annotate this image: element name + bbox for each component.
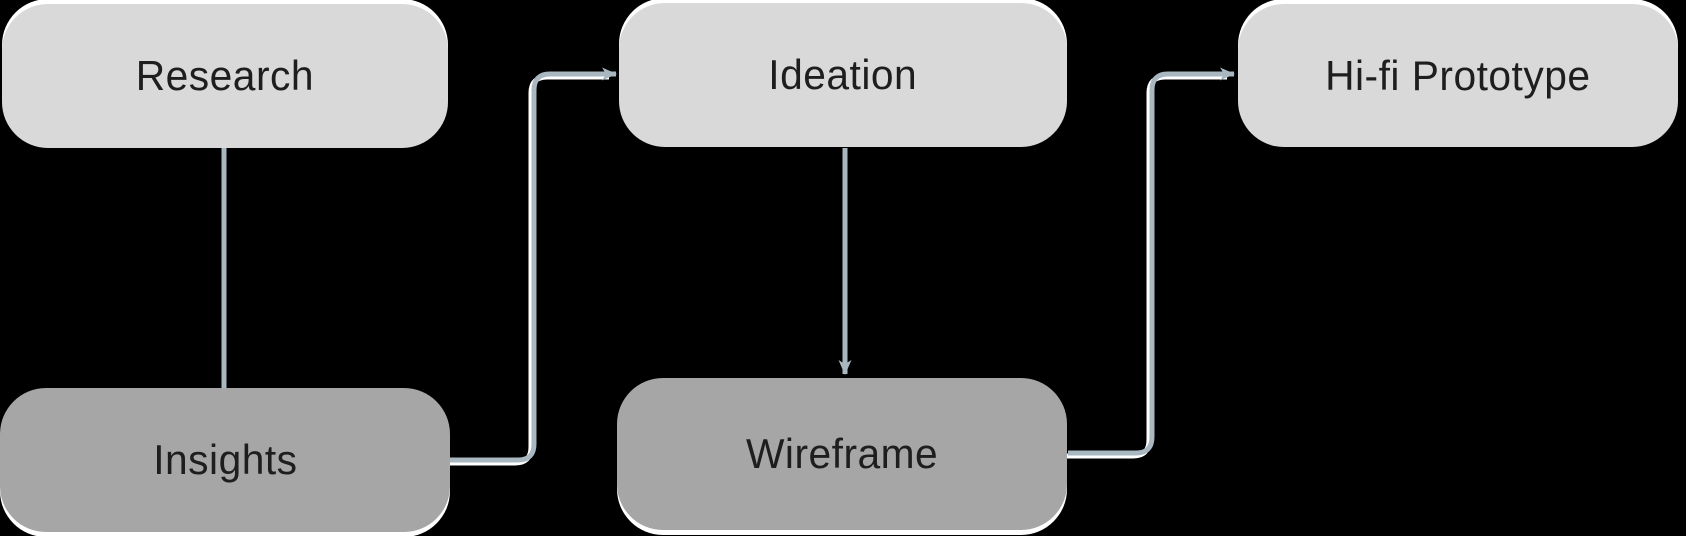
edge-wireframe-hifi-line bbox=[1068, 67, 1235, 456]
node-ideation-label: Ideation bbox=[768, 51, 918, 98]
node-wireframe-label: Wireframe bbox=[745, 430, 939, 477]
edge-insights-ideation-halo bbox=[449, 74, 609, 466]
node-hifi-prototype-label: Hi-fi Prototype bbox=[1325, 51, 1591, 99]
node-research-label: Research bbox=[135, 52, 315, 99]
node-wireframe: Wireframe bbox=[617, 378, 1067, 530]
edge-insights-ideation-line bbox=[450, 67, 617, 463]
node-hifi-prototype: Hi-fi Prototype bbox=[1238, 4, 1678, 147]
edge-wireframe-hifi-halo bbox=[1067, 74, 1227, 459]
node-insights-label: Insights bbox=[152, 436, 298, 483]
node-ideation: Ideation bbox=[619, 3, 1067, 147]
node-research: Research bbox=[2, 4, 448, 148]
node-insights: Insights bbox=[0, 388, 450, 532]
